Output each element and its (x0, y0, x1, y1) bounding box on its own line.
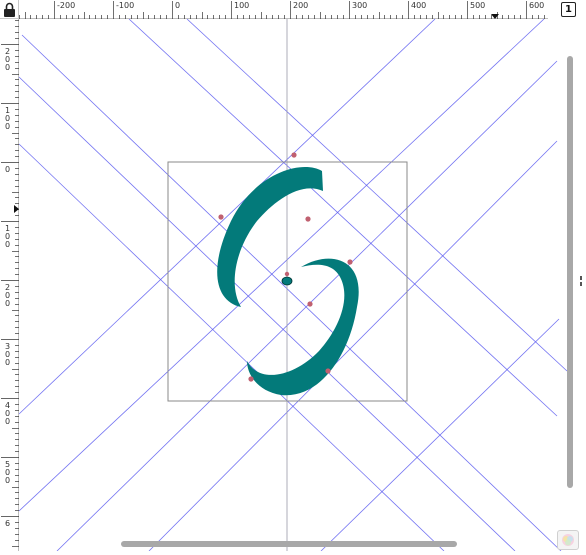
ruler-label: 400 (411, 1, 426, 10)
ruler-label: 0 (5, 468, 10, 477)
ruler-label: 0 (5, 299, 10, 308)
spiral-lower-stroke (247, 258, 359, 396)
guide-line (21, 34, 562, 552)
guide-line (186, 18, 568, 372)
guide-line (18, 143, 445, 552)
page-border (167, 161, 408, 402)
ruler-label: 0 (5, 122, 10, 131)
ruler-label: 0 (5, 55, 10, 64)
lock-icon[interactable] (0, 0, 19, 19)
ruler-label: 0 (175, 1, 180, 10)
drawing-canvas[interactable] (18, 18, 568, 552)
ruler-label: 300 (352, 1, 367, 10)
guide-line (148, 140, 558, 552)
ruler-label: 1 (5, 106, 10, 115)
horizontal-ruler[interactable]: -200 -100 0 100 200 300 400 500 600 (19, 0, 548, 19)
ruler-label: 5 (5, 460, 10, 469)
guide-line (320, 318, 560, 552)
ruler-label: 100 (234, 1, 249, 10)
guide-lines (18, 18, 568, 552)
ruler-label: 200 (293, 1, 308, 10)
ruler-label: 2 (5, 283, 10, 292)
ruler-label: 6 (5, 519, 10, 528)
ruler-label: 0 (5, 63, 10, 72)
guide-line (18, 18, 545, 512)
path-node (284, 271, 290, 277)
ruler-label: 0 (5, 358, 10, 367)
panel-grip-handle[interactable] (580, 271, 583, 286)
ruler-label: 600 (529, 1, 544, 10)
guide-line (128, 18, 558, 417)
spiral-upper-stroke (217, 167, 323, 307)
color-palette-button[interactable] (557, 530, 579, 550)
ruler-label: 4 (5, 401, 10, 410)
path-node (218, 214, 224, 220)
ruler-label: 0 (5, 291, 10, 300)
guide-line (56, 60, 558, 552)
ruler-label: -100 (116, 1, 134, 10)
path-node (305, 216, 311, 222)
ruler-label: 0 (5, 114, 10, 123)
path-node (347, 259, 353, 265)
path-nodes (218, 152, 353, 382)
ruler-label: -200 (57, 1, 75, 10)
path-node (307, 301, 313, 307)
rotation-center-handle (281, 276, 293, 286)
ruler-position-marker (14, 205, 19, 213)
ruler-label: 0 (5, 240, 10, 249)
guide-line (18, 76, 516, 552)
ruler-label: 0 (5, 165, 10, 174)
ruler-label: 0 (5, 409, 10, 418)
horizontal-scrollbar[interactable] (121, 541, 457, 547)
ruler-position-marker (491, 14, 499, 19)
ruler-label: 0 (5, 417, 10, 426)
color-wheel-icon (562, 534, 574, 546)
ruler-label: 3 (5, 342, 10, 351)
guide-line (18, 18, 436, 415)
zoom-one-to-one-button[interactable]: 1 (561, 2, 576, 17)
ruler-label: 0 (5, 350, 10, 359)
path-node (248, 376, 254, 382)
ruler-label: 2 (5, 47, 10, 56)
ruler-label: 0 (5, 476, 10, 485)
ruler-label: 500 (470, 1, 485, 10)
path-node (291, 152, 297, 158)
vertical-scrollbar[interactable] (567, 56, 573, 488)
ruler-label: 0 (5, 232, 10, 241)
path-node (325, 368, 331, 374)
ruler-label: 1 (5, 224, 10, 233)
